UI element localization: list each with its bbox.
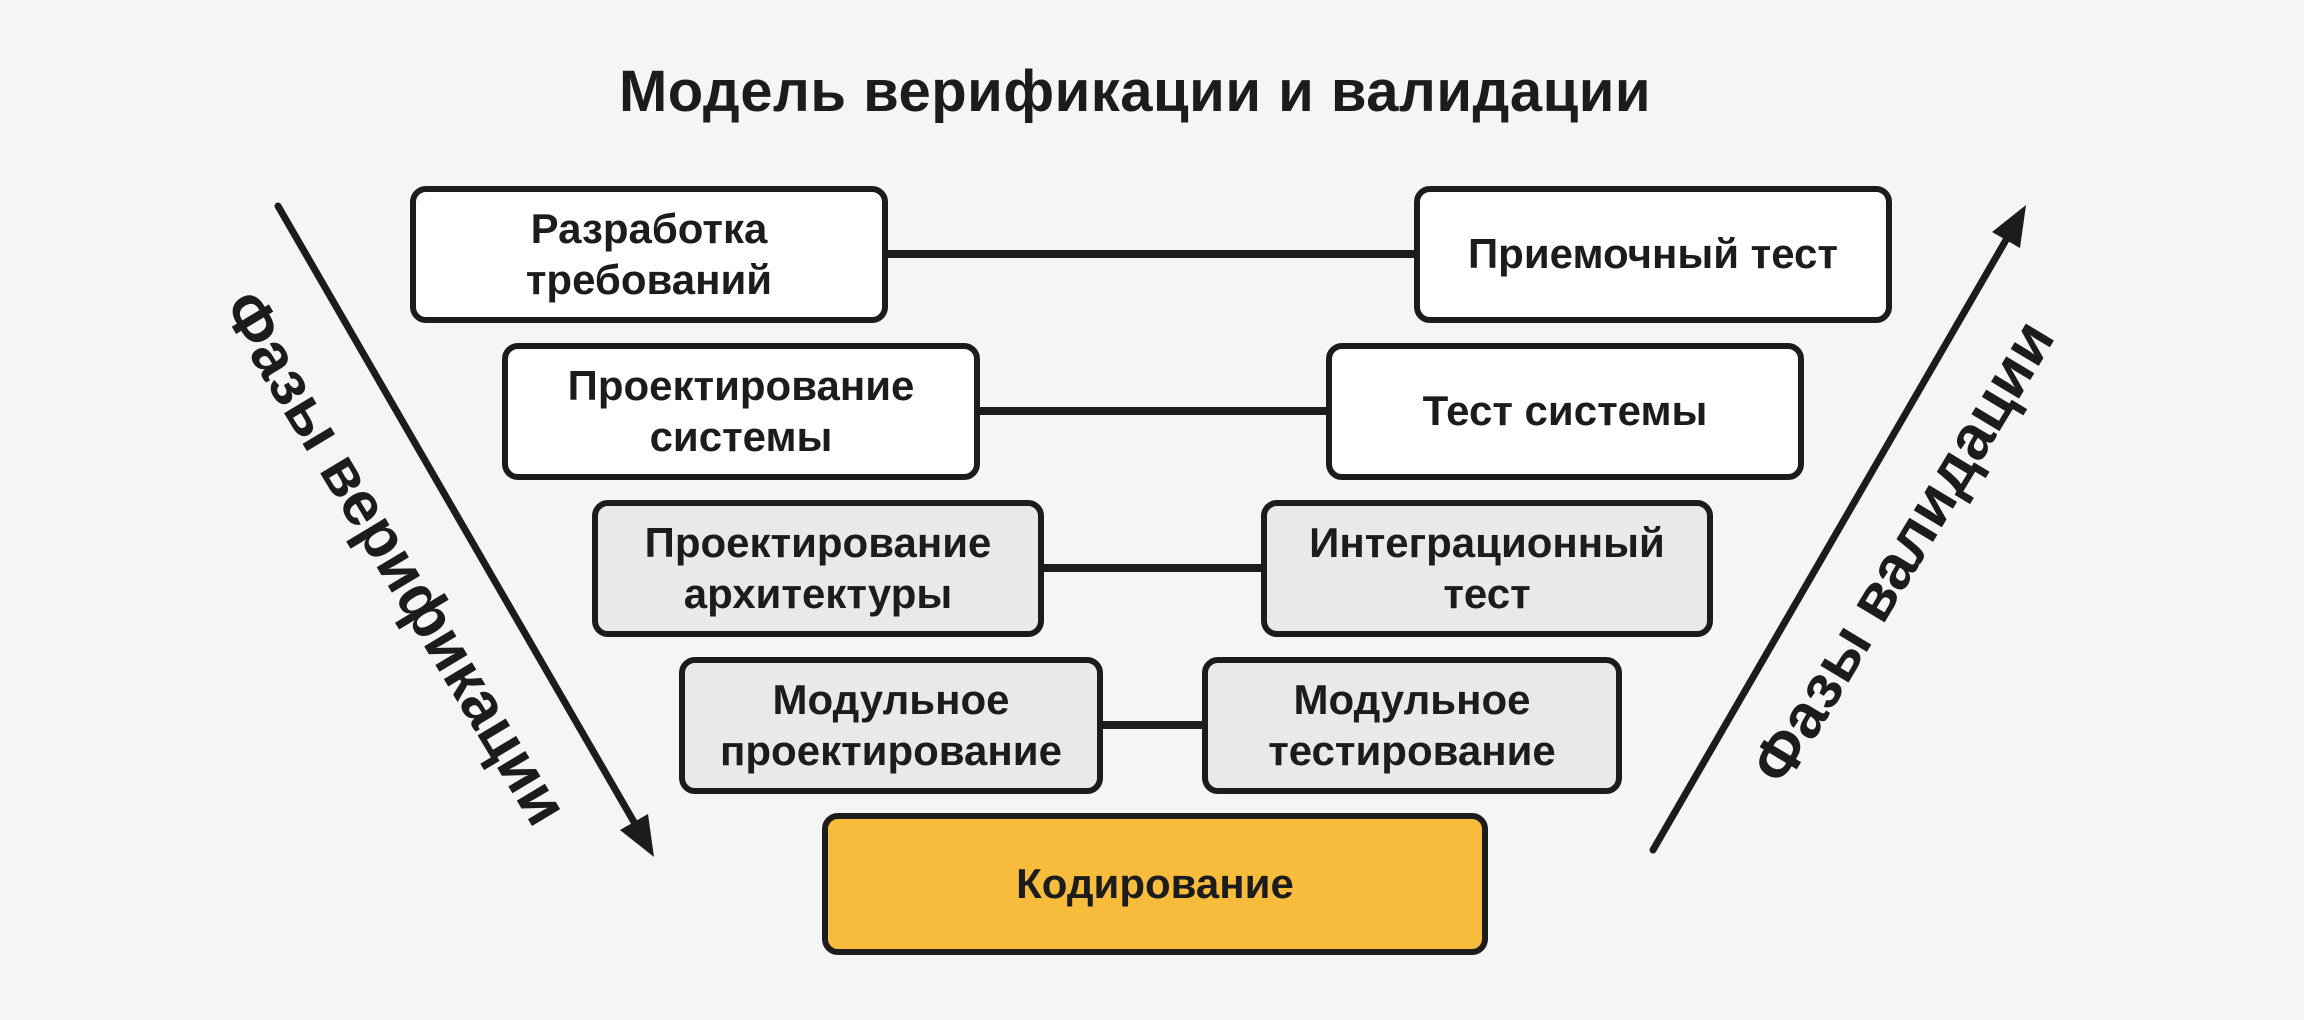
system-test-label: Тест системы	[1422, 387, 1708, 435]
system-design-label: Проектирование системы	[567, 362, 915, 460]
validation-arrow-head	[1992, 205, 2026, 248]
connector-requirements-acceptance	[880, 250, 1422, 258]
system-design-box: Проектирование системы	[502, 343, 980, 480]
diagram-title: Модель верификации и валидации	[618, 59, 1652, 124]
acceptance-test-label: Приемочный тест	[1467, 230, 1838, 278]
requirements-development-box: Разработка требований	[410, 186, 888, 323]
module-design-box: Модульное проектирование	[679, 657, 1103, 794]
architecture-design-box: Проектирование архитектуры	[592, 500, 1044, 637]
verification-arrow-head	[620, 814, 654, 857]
module-test-label: Модульное тестирование	[1268, 676, 1556, 774]
connector-architecture-integration	[1030, 564, 1270, 572]
coding-box: Кодирование	[822, 813, 1488, 955]
coding-label: Кодирование	[1016, 859, 1294, 907]
integration-test-box: Интеграционный тест	[1261, 500, 1713, 637]
integration-test-label: Интеграционный тест	[1309, 519, 1665, 617]
architecture-design-label: Проектирование архитектуры	[644, 519, 992, 617]
acceptance-test-box: Приемочный тест	[1414, 186, 1892, 323]
connector-moduledesign-moduletest	[1090, 721, 1212, 729]
module-test-box: Модульное тестирование	[1202, 657, 1622, 794]
requirements-development-label: Разработка требований	[525, 205, 773, 303]
system-test-box: Тест системы	[1326, 343, 1804, 480]
connector-systemdesign-systemtest	[965, 407, 1335, 415]
module-design-label: Модульное проектирование	[720, 676, 1062, 774]
